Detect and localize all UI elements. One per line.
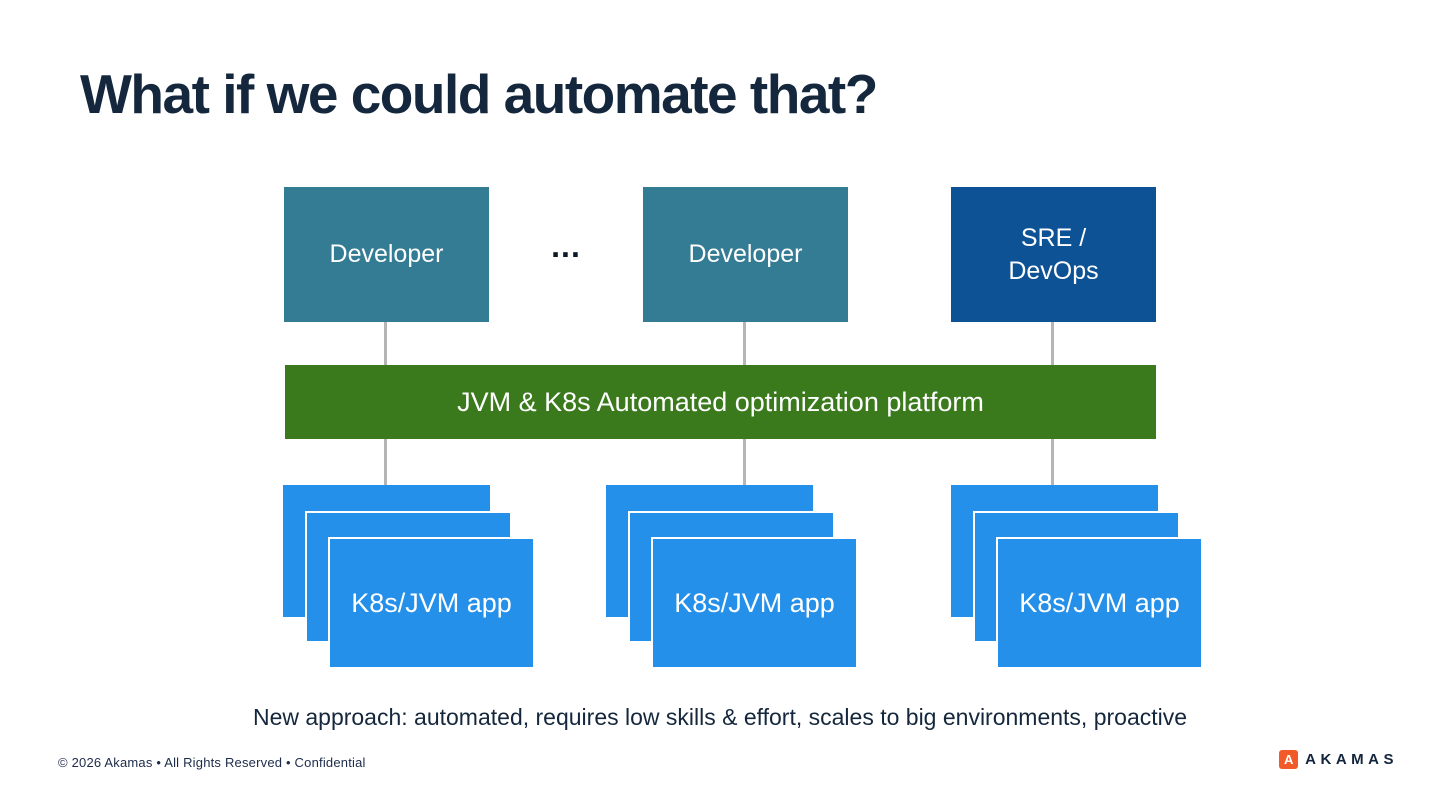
connector-line	[1051, 439, 1054, 485]
bottom-note: New approach: automated, requires low sk…	[252, 704, 1188, 730]
developer-box-1-label: Developer	[329, 240, 444, 269]
connector-line	[743, 439, 746, 485]
akamas-logo-icon: A	[1279, 750, 1299, 769]
page-title: What if we could automate that?	[80, 63, 878, 125]
app-card-front: K8s/JVM app	[328, 537, 535, 669]
developer-box-2-label: Developer	[688, 240, 803, 269]
ellipsis-between-developers: ...	[551, 228, 581, 264]
app-stack-3: K8s/JVM app K8s/JVM app	[951, 485, 1211, 675]
connector-line	[384, 322, 387, 365]
app-card-label: K8s/JVM app	[674, 587, 835, 618]
app-card-front: K8s/JVM app	[651, 537, 858, 669]
app-stack-1: K8s/JVM app K8s/JVM app	[283, 485, 543, 675]
developer-box-1: Developer	[284, 187, 489, 322]
footer-copyright: © 2026 Akamas • All Rights Reserved • Co…	[58, 755, 366, 770]
sre-devops-box: SRE / DevOps	[951, 187, 1156, 322]
connector-line	[1051, 322, 1054, 365]
app-card-label: K8s/JVM app	[351, 587, 512, 618]
connector-line	[384, 439, 387, 485]
app-card-label: K8s/JVM app	[1019, 587, 1180, 618]
optimization-platform-label: JVM & K8s Automated optimization platfor…	[457, 386, 984, 417]
app-card-front: K8s/JVM app	[996, 537, 1203, 669]
akamas-logo: A AKAMAS	[1279, 750, 1398, 769]
akamas-wordmark: AKAMAS	[1305, 751, 1398, 768]
optimization-platform-bar: JVM & K8s Automated optimization platfor…	[285, 365, 1156, 439]
connector-line	[743, 322, 746, 365]
developer-box-2: Developer	[643, 187, 848, 322]
app-stack-2: K8s/JVM app K8s/JVM app	[606, 485, 866, 675]
sre-devops-box-label: SRE / DevOps	[1008, 224, 1099, 285]
